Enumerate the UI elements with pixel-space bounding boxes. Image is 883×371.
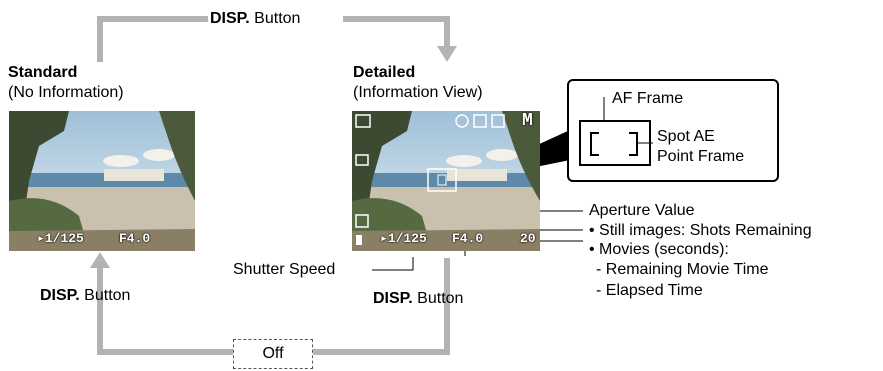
battery-icon	[356, 235, 362, 245]
frame-icon	[355, 154, 369, 166]
bottom-flow-line-right	[313, 258, 450, 355]
disp-bold: DISP.	[210, 10, 250, 27]
standard-aperture: F4.0	[119, 231, 151, 246]
right-disp-button-label: DISP. Button	[373, 290, 463, 308]
button-word: Button	[249, 10, 301, 27]
spot-ae-bracket-left	[590, 132, 599, 156]
shutter-speed-label: Shutter Speed	[233, 261, 336, 278]
callout-spot-ae-line2: Point Frame	[657, 148, 745, 165]
drive-icon	[355, 214, 369, 228]
disp-bold: DISP.	[40, 287, 80, 304]
aperture-value-label: Aperture Value	[589, 202, 695, 219]
flash-mode-icon	[455, 114, 469, 128]
spot-ae-frame-in-view	[437, 174, 447, 186]
af-frame-in-view	[427, 168, 457, 192]
detailed-shutter-speed: ▸1/125	[380, 231, 427, 246]
spot-ae-bracket-right	[629, 132, 638, 156]
callout-spot-ae-line1: Spot AE	[657, 128, 715, 145]
metering-icon	[473, 114, 487, 128]
standard-subtitle: (No Information)	[8, 84, 124, 101]
still-images-label: • Still images: Shots Remaining	[589, 222, 812, 239]
callout-af-frame-label: AF Frame	[612, 90, 684, 107]
button-word: Button	[412, 290, 464, 307]
left-disp-button-label: DISP. Button	[40, 287, 130, 305]
top-flow-line-right	[343, 16, 450, 48]
detailed-subtitle: (Information View)	[353, 84, 483, 101]
mode-indicator: M	[522, 111, 533, 131]
top-disp-button-label: DISP. Button	[210, 10, 300, 28]
elapsed-time-label: - Elapsed Time	[596, 282, 703, 299]
shots-remaining: 20	[520, 231, 536, 246]
left-arrowhead	[90, 252, 110, 268]
remaining-movie-time-label: - Remaining Movie Time	[596, 261, 769, 278]
off-label: Off	[262, 345, 284, 362]
detailed-photo-scene	[352, 111, 540, 251]
wb-icon	[491, 114, 505, 128]
af-frame-callout: AF Frame Spot AE Point Frame	[567, 79, 779, 182]
movies-label: • Movies (seconds):	[589, 241, 729, 258]
flash-icon	[355, 114, 371, 128]
detailed-title: Detailed	[353, 64, 416, 81]
bottom-flow-line-left	[97, 268, 233, 355]
standard-shutter-speed: ▸1/125	[37, 231, 84, 246]
shutter-leader	[372, 257, 414, 271]
standard-title: Standard	[8, 64, 78, 81]
off-state-box: Off	[233, 339, 313, 369]
standard-photo: ▸1/125 F4.0	[9, 111, 195, 251]
detailed-photo: M ▸1/125 F4.0 20	[352, 111, 540, 251]
af-frame-diagram	[579, 97, 653, 166]
disp-bold: DISP.	[373, 290, 413, 307]
standard-photo-scene	[9, 111, 195, 251]
detailed-aperture: F4.0	[452, 231, 484, 246]
top-arrowhead	[437, 46, 457, 62]
button-word: Button	[79, 287, 131, 304]
top-flow-line	[97, 16, 208, 62]
